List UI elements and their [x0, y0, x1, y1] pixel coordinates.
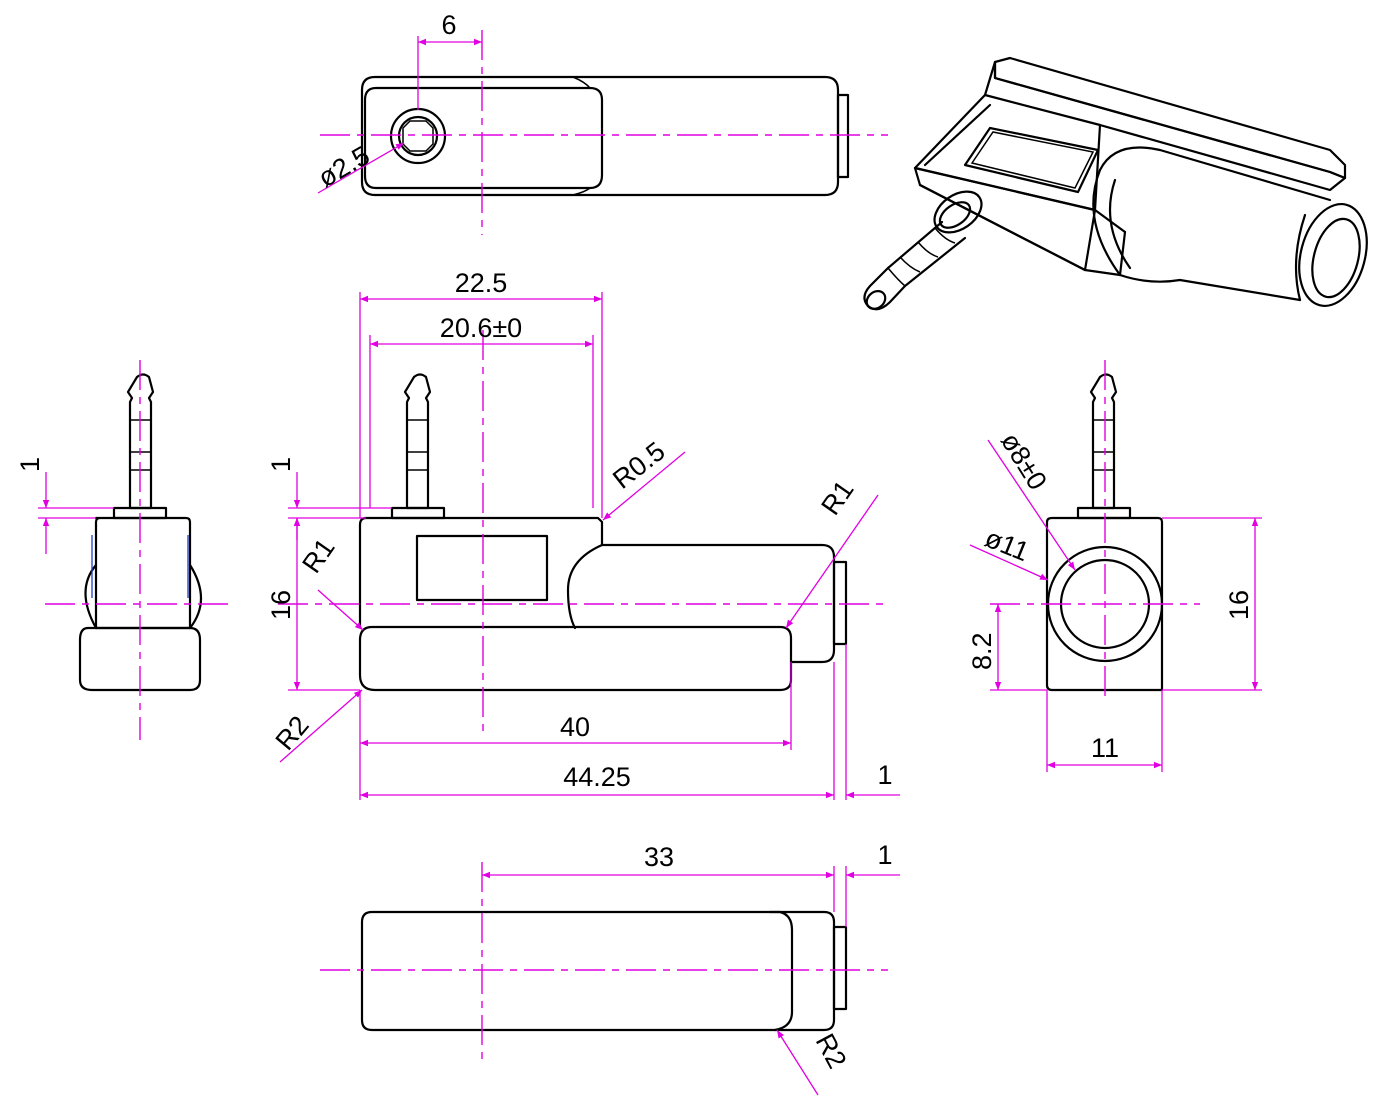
left-side-view: 1 — [15, 360, 235, 740]
dim-dia-11-label: ø11 — [981, 523, 1034, 567]
dim-dia-8-label: ø8±0 — [995, 427, 1053, 495]
dim-16-right-label: 16 — [1224, 590, 1254, 620]
dim-1-left-label: 1 — [15, 457, 45, 472]
dim-r1-left-label: R1 — [296, 533, 340, 578]
front-view: 22.5 20.6±0 R0.5 R1 R1 R2 1 16 40 — [266, 268, 900, 800]
dim-22-5-label: 22.5 — [455, 268, 508, 298]
dim-1-top-label: 1 — [266, 457, 296, 472]
dim-r2-bottom-label: R2 — [810, 1029, 853, 1074]
dim-16-label: 16 — [266, 590, 296, 620]
dim-33-label: 33 — [644, 842, 674, 872]
dim-r2-label: R2 — [270, 710, 315, 756]
bottom-view: 33 1 R2 — [320, 840, 900, 1096]
dim-r1-top-label: R1 — [815, 475, 859, 520]
dim-r0-5-label: R0.5 — [607, 436, 670, 495]
top-view: 6 ø2.5 — [313, 10, 888, 235]
dim-40-label: 40 — [560, 712, 590, 742]
dim-1-right-label: 1 — [877, 760, 892, 790]
dim-6-label: 6 — [441, 10, 456, 40]
dim-20-6-label: 20.6±0 — [440, 313, 522, 343]
dim-8-2-label: 8.2 — [967, 632, 997, 670]
isometric-view — [863, 56, 1368, 311]
dim-44-25-label: 44.25 — [563, 762, 631, 792]
right-side-view: ø8±0 ø11 16 8.2 11 — [967, 360, 1262, 772]
dim-1-bottom-label: 1 — [877, 840, 892, 870]
dim-11-label: 11 — [1091, 733, 1119, 763]
